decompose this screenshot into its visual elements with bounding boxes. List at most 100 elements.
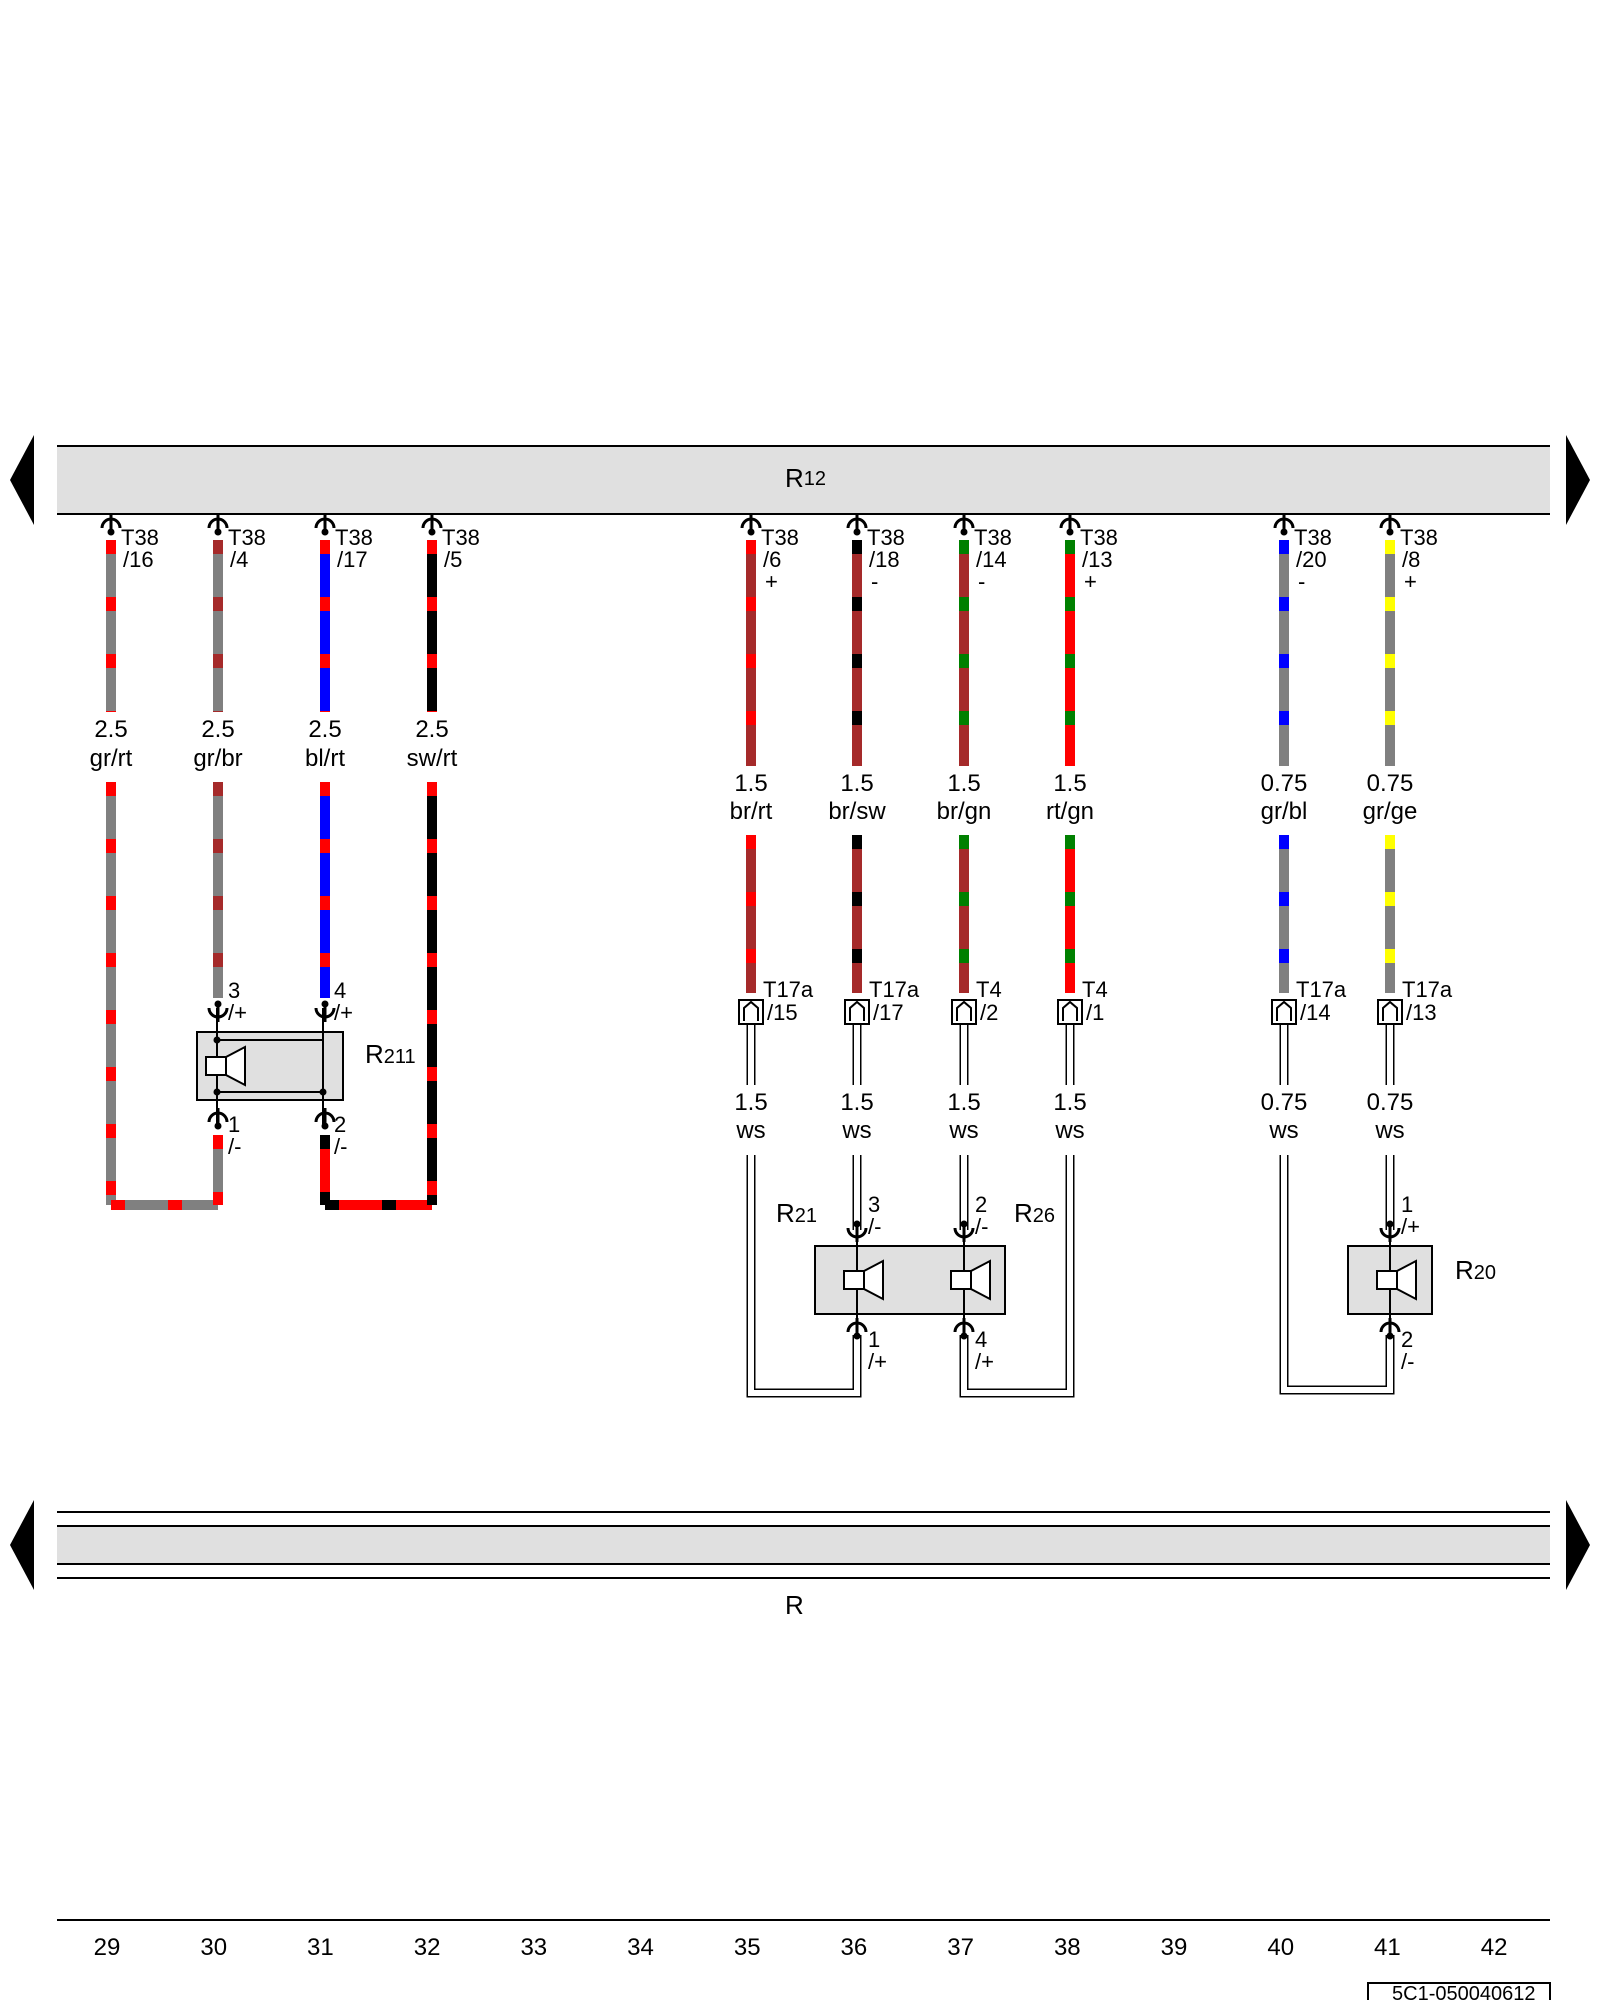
wire-color: gr/rt	[90, 745, 133, 772]
wire-r26-loop-core	[961, 1155, 1073, 1396]
top-bus-label: R12	[785, 463, 826, 493]
connector-label: T38	[121, 525, 159, 550]
footer-column-number: 36	[841, 1934, 868, 1961]
label-layer: T38/16T38/4T38/17T38/5T38/6+T38/18-T38/1…	[90, 525, 1453, 1144]
connector-flat	[738, 999, 764, 1025]
wire-color: gr/br	[193, 745, 242, 772]
footer-column-number: 29	[94, 1934, 121, 1961]
connector-label: T38	[228, 525, 266, 550]
r211-pin4-connector	[314, 1000, 336, 1022]
connector-t38-pin	[100, 514, 122, 536]
footer-column-number: 42	[1481, 1934, 1508, 1961]
svg-text:/+: /+	[334, 1000, 353, 1025]
connector-pin: /17	[337, 547, 368, 572]
bottom-bus-r: R	[57, 1511, 1550, 1620]
connector-pin: /17	[873, 1000, 904, 1025]
connector-pin: /2	[980, 1000, 998, 1025]
connector-label: T17a	[1296, 977, 1347, 1002]
next-page-arrow-bottom[interactable]	[1566, 1500, 1590, 1590]
previous-page-arrow-top[interactable]	[10, 435, 34, 525]
top-bus-r12: R12	[57, 445, 1550, 515]
footer-column-number: 31	[307, 1934, 334, 1961]
connector-label: T38	[442, 525, 480, 550]
connector-pin: /14	[1300, 1000, 1331, 1025]
connector-flat	[1377, 999, 1403, 1025]
wire-gauge: 0.75	[1367, 770, 1414, 797]
wire-r20-loop-core	[1281, 1155, 1393, 1393]
connector-label: T38	[335, 525, 373, 550]
wire-gauge: 1.5	[734, 770, 767, 797]
wire-layer	[106, 540, 1395, 1398]
connector-flat	[1057, 999, 1083, 1025]
svg-text:/+: /+	[1401, 1214, 1420, 1239]
wire-gauge: 1.5	[840, 1089, 873, 1116]
svg-text:1: 1	[228, 1112, 240, 1137]
connector-t38-pin	[1379, 514, 1401, 536]
previous-page-arrow-bottom[interactable]	[10, 1500, 34, 1590]
svg-text:4: 4	[334, 978, 346, 1003]
connector-sign: +	[1084, 569, 1097, 594]
svg-text:1: 1	[1401, 1192, 1413, 1217]
wire-color: ws	[1054, 1117, 1084, 1144]
wire-color: br/sw	[828, 798, 886, 825]
connector-t38-pin	[314, 514, 336, 536]
connector-label: T38	[1400, 525, 1438, 550]
wire-gauge: 1.5	[947, 770, 980, 797]
connector-label: T38	[761, 525, 799, 550]
r211-label: R211	[365, 1039, 416, 1069]
speaker-icon	[205, 1045, 246, 1087]
footer-column-number: 39	[1161, 1934, 1188, 1961]
connector-pin: /5	[444, 547, 462, 572]
wire-gauge: 0.75	[1367, 1089, 1414, 1116]
footer-column-number: 32	[414, 1934, 441, 1961]
svg-text:2: 2	[975, 1192, 987, 1217]
connector-sign: +	[765, 569, 778, 594]
wire-color: ws	[735, 1117, 765, 1144]
connector-t38-pin	[1059, 514, 1081, 536]
wire-r21-loop-core	[748, 1155, 860, 1396]
connector-pin: /15	[767, 1000, 798, 1025]
wire-color: sw/rt	[407, 745, 458, 772]
connector-sign: -	[978, 569, 985, 594]
svg-text:/-: /-	[1401, 1349, 1414, 1374]
connector-label: T4	[976, 977, 1002, 1002]
connector-sign: -	[1298, 569, 1305, 594]
connector-pin: /13	[1406, 1000, 1437, 1025]
connector-label: T17a	[763, 977, 814, 1002]
r26-label: R26	[1014, 1198, 1055, 1228]
connector-t38-pin	[740, 514, 762, 536]
connector-label: T38	[974, 525, 1012, 550]
speaker-pin-labels: 3 /+ 4 /+ 1 /- 2 /- 3 /- 1 /+ 2 /- 4 /+ …	[228, 978, 1420, 1374]
connector-label: T17a	[1402, 977, 1453, 1002]
wire-gauge: 1.5	[1053, 1089, 1086, 1116]
footer-column-number: 30	[200, 1934, 227, 1961]
connector-t38-pin	[846, 514, 868, 536]
wire-gauge: 2.5	[201, 716, 234, 743]
r20-label: R20	[1455, 1255, 1496, 1285]
wire-color: br/rt	[730, 798, 773, 825]
connector-label: T4	[1082, 977, 1108, 1002]
wire-color: br/gn	[937, 798, 992, 825]
svg-text:/+: /+	[868, 1349, 887, 1374]
connector-label: T17a	[869, 977, 920, 1002]
speaker-r20[interactable]: R20	[1347, 1225, 1496, 1335]
wire-gauge: 1.5	[1053, 770, 1086, 797]
connector-pin: /14	[976, 547, 1007, 572]
r21-label: R21	[776, 1198, 817, 1228]
svg-text:/-: /-	[334, 1134, 347, 1159]
svg-text:/+: /+	[228, 1000, 247, 1025]
speaker-r211[interactable]: R211	[196, 1008, 416, 1124]
connector-label: T38	[1294, 525, 1332, 550]
footer-column-number: 41	[1374, 1934, 1401, 1961]
connector-t38-pin	[1273, 514, 1295, 536]
next-page-arrow-top[interactable]	[1566, 435, 1590, 525]
svg-text:/-: /-	[228, 1134, 241, 1159]
connector-t38-pin	[207, 514, 229, 536]
speaker-r21-r26-housing[interactable]: R21 R26	[776, 1198, 1055, 1335]
wire-gauge: 2.5	[94, 716, 127, 743]
connector-sign: -	[871, 569, 878, 594]
wire-color: gr/bl	[1261, 798, 1308, 825]
wire-gauge: 1.5	[947, 1089, 980, 1116]
connector-pin: /20	[1296, 547, 1327, 572]
footer-column-number: 38	[1054, 1934, 1081, 1961]
